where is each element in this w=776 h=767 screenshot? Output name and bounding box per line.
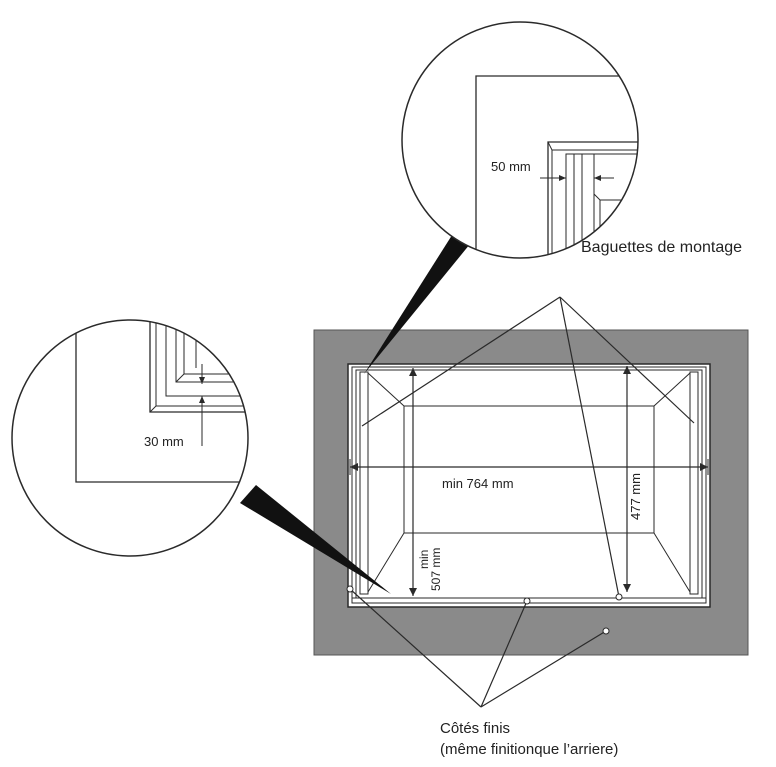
min-height-dimension: min 507 mm: [409, 368, 443, 596]
finished-sides-label-line2: (même finitionque l’arriere): [440, 741, 618, 758]
height-label: 477 mm: [628, 473, 643, 520]
mounting-strips-label: Baguettes de montage: [581, 239, 742, 256]
finished-sides-label-line1: Côtés finis: [440, 720, 510, 737]
finished-side-point-left: [346, 585, 354, 593]
width-dimension: min 764 mm: [349, 459, 709, 491]
finished-side-point-wall: [602, 627, 610, 635]
top-detail-magnifier: 50 mm: [401, 21, 639, 259]
finished-side-point-bottom: [523, 597, 531, 605]
top-detail-pointer: [364, 232, 470, 374]
min-width-label: min 764 mm: [442, 476, 514, 491]
strip-point-bottom: [615, 593, 623, 601]
min-height-label-line2: 507 mm: [429, 548, 443, 591]
left-detail-magnifier: 30 mm: [11, 319, 249, 557]
strip-left-detail-label: 30 mm: [144, 434, 184, 449]
finished-sides-leaders: [346, 585, 623, 708]
min-height-label-line1: min: [417, 550, 431, 569]
mounting-strips-leaders: [361, 296, 695, 598]
height-dimension: 477 mm: [623, 366, 643, 592]
strip-top-detail-label: 50 mm: [491, 159, 531, 174]
left-detail-pointer: [240, 485, 391, 594]
